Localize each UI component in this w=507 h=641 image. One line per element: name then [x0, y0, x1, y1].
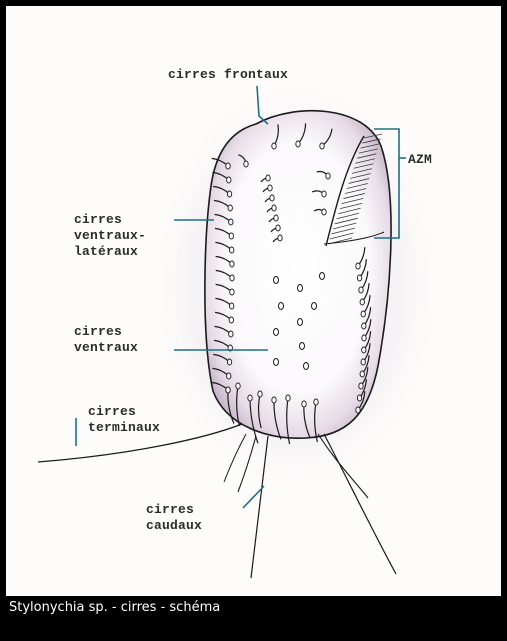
lateral-cirrus-base — [230, 261, 234, 267]
label-line: cirres — [74, 324, 138, 340]
frontal-cirrus-base — [272, 143, 276, 149]
label-line: terminaux — [88, 420, 160, 436]
right-marginal-cirrus-base — [361, 359, 365, 365]
image-caption: Stylonychia sp. - cirres - schéma — [9, 600, 220, 615]
label-line: latéraux — [74, 244, 146, 260]
lateral-cirrus-inner-base — [268, 185, 272, 191]
lateral-cirrus-inner-base — [270, 195, 274, 201]
lateral-cirrus-base — [229, 233, 233, 239]
right-marginal-cirrus-base — [360, 371, 364, 377]
terminal-cirrus-base — [286, 395, 290, 401]
lateral-cirrus-base — [229, 219, 233, 225]
label-cirres-caudaux: cirres caudaux — [146, 502, 202, 534]
right-marginal-cirrus-base — [362, 347, 366, 353]
frontal-cirrus-base — [322, 191, 326, 197]
frontal-cirrus-base — [296, 141, 300, 147]
frontal-cirrus-base — [244, 161, 248, 167]
lateral-cirrus-base — [230, 275, 234, 281]
lateral-cirrus-base — [230, 289, 234, 295]
lateral-cirrus-base — [228, 205, 232, 211]
ventral-cirrus — [274, 277, 279, 284]
ventral-cirrus — [312, 303, 317, 310]
lateral-cirrus-base — [229, 317, 233, 323]
label-line: ventraux — [74, 340, 138, 356]
label-cirres-ventraux-lateraux: cirres ventraux- latéraux — [74, 212, 146, 260]
lateral-cirrus-inner-base — [276, 225, 280, 231]
ventral-cirrus — [304, 363, 309, 370]
terminal-cirrus-base — [258, 391, 262, 397]
lateral-cirrus-inner-base — [278, 235, 282, 241]
lateral-cirrus-base — [229, 331, 233, 337]
label-cirres-terminaux: cirres terminaux — [88, 404, 160, 436]
caption-bar: Stylonychia sp. - cirres - schéma — [0, 596, 507, 641]
right-marginal-cirrus-base — [357, 395, 361, 401]
lateral-cirrus-base — [229, 247, 233, 253]
lateral-cirrus-inner-base — [266, 175, 270, 181]
frontal-cirrus-base — [326, 173, 330, 179]
right-marginal-cirrus-base — [359, 287, 363, 293]
right-marginal-cirrus-base — [360, 299, 364, 305]
terminal-cirrus-base — [272, 397, 276, 403]
lateral-cirrus-base — [226, 163, 230, 169]
cell-body — [205, 111, 391, 438]
right-marginal-cirrus-base — [362, 335, 366, 341]
right-marginal-cirrus-base — [362, 323, 366, 329]
label-cirres-frontaux: cirres frontaux — [168, 67, 288, 83]
stylonychia-drawing — [6, 6, 501, 596]
terminal-cirrus-base — [236, 383, 240, 389]
frontal-cirrus-base — [322, 209, 326, 215]
lateral-cirrus-base — [227, 191, 231, 197]
label-line: cirres — [88, 404, 160, 420]
right-marginal-cirrus-base — [356, 263, 360, 269]
right-marginal-cirrus-base — [356, 407, 360, 413]
ventral-cirrus — [298, 285, 303, 292]
label-azm: AZM — [408, 152, 432, 168]
lateral-cirrus-inner-base — [272, 205, 276, 211]
right-marginal-cirrus-base — [357, 275, 361, 281]
lateral-cirrus-base — [229, 303, 233, 309]
diagram-panel: cirres frontaux AZM cirres ventraux- lat… — [6, 6, 501, 596]
terminal-cirrus-base — [314, 399, 318, 405]
ventral-cirrus — [279, 303, 284, 310]
ventral-cirrus — [274, 329, 279, 336]
label-cirres-ventraux: cirres ventraux — [74, 324, 138, 356]
ventral-cirrus — [300, 343, 305, 350]
terminal-cirrus-base — [226, 387, 230, 393]
label-line: cirres — [74, 212, 146, 228]
right-marginal-cirrus-base — [361, 311, 365, 317]
lateral-cirrus-inner-base — [274, 215, 278, 221]
lateral-cirrus-base — [227, 373, 231, 379]
label-line: ventraux- — [74, 228, 146, 244]
label-line: caudaux — [146, 518, 202, 534]
terminal-cirrus-base — [302, 401, 306, 407]
lateral-cirrus-base — [227, 359, 231, 365]
ventral-cirrus — [298, 319, 303, 326]
terminal-cirrus-base — [248, 395, 252, 401]
lateral-cirrus-base — [227, 177, 231, 183]
label-line: cirres — [146, 502, 202, 518]
ventral-cirrus — [320, 273, 325, 280]
ventral-cirrus — [274, 359, 279, 366]
right-marginal-cirrus-base — [359, 383, 363, 389]
frontal-cirrus-base — [320, 143, 324, 149]
